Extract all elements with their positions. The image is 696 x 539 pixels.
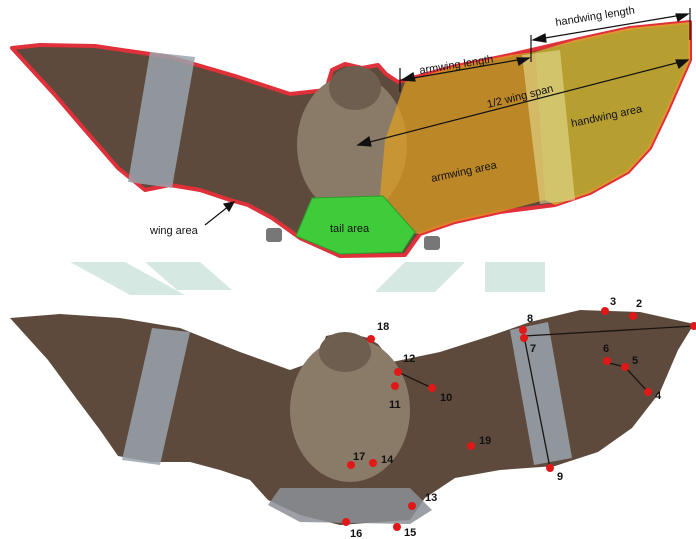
svg-text:12: 12 (403, 353, 415, 365)
wing-area-label: wing area (149, 225, 199, 237)
svg-text:6: 6 (603, 343, 609, 355)
svg-text:19: 19 (479, 435, 491, 447)
svg-text:14: 14 (381, 454, 394, 466)
svg-text:5: 5 (632, 355, 638, 367)
landmark-15: 15 (393, 523, 416, 539)
svg-text:17: 17 (353, 451, 365, 463)
watermark (70, 262, 545, 295)
tail-membrane-bottom (268, 488, 432, 524)
bat-head-bottom (319, 332, 371, 372)
landmark-1: 1 (690, 313, 696, 330)
svg-text:3: 3 (610, 296, 616, 308)
svg-text:7: 7 (530, 343, 536, 355)
foot-right (424, 236, 440, 250)
foot-left (266, 228, 282, 242)
svg-text:2: 2 (636, 298, 642, 310)
landmark-9: 9 (546, 464, 563, 483)
bottom-panel: 1 2 3 4 5 6 7 8 9 10 11 12 13 14 15 16 1… (10, 296, 696, 539)
svg-text:15: 15 (404, 527, 416, 539)
svg-text:11: 11 (389, 399, 401, 411)
svg-text:13: 13 (425, 492, 437, 504)
bat-head (329, 66, 381, 110)
svg-text:10: 10 (440, 392, 452, 404)
svg-text:8: 8 (527, 313, 533, 325)
svg-text:18: 18 (377, 321, 389, 333)
svg-text:16: 16 (350, 528, 362, 539)
top-panel: handwing length armwing length 1/2 wing … (12, 5, 690, 256)
tail-area-label: tail area (330, 223, 370, 235)
svg-text:4: 4 (655, 390, 662, 402)
landmark-18: 18 (367, 321, 389, 343)
svg-text:9: 9 (557, 471, 563, 483)
